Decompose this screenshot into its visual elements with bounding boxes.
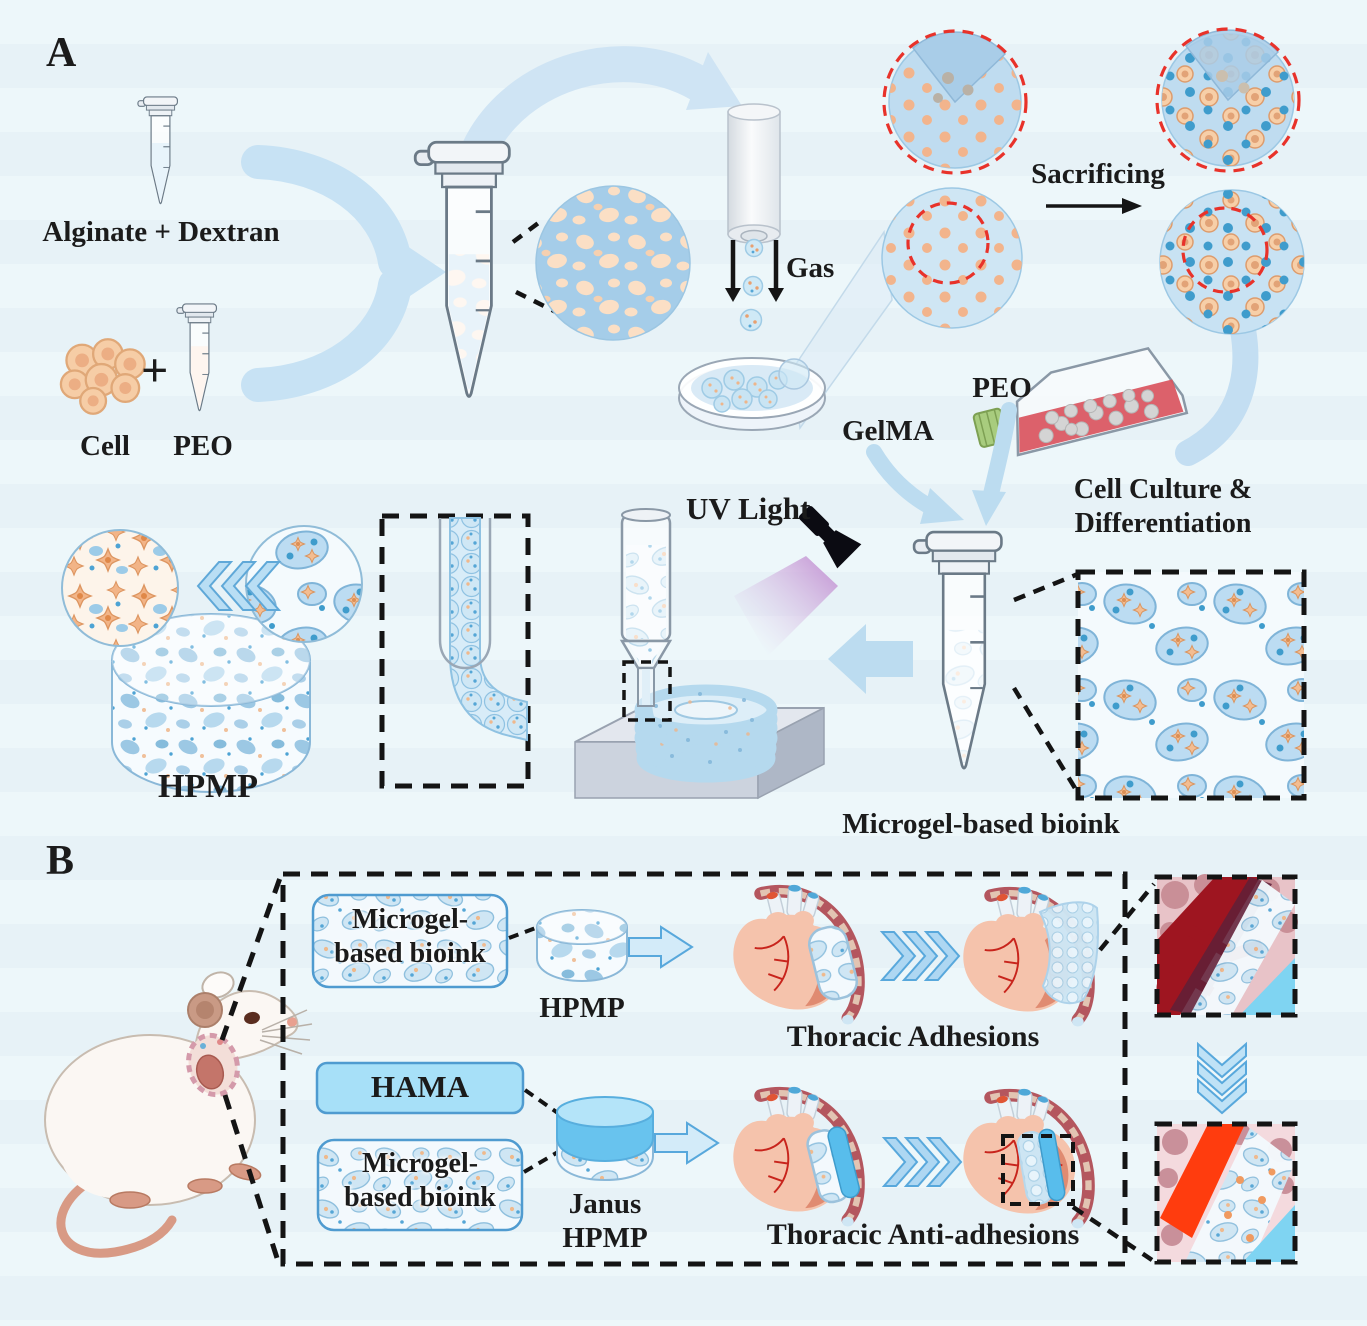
microsphere-sliced-before: [882, 29, 1028, 175]
top-flow-arrow: [460, 46, 742, 170]
peo2-label: PEO: [972, 372, 1032, 404]
hpmp-construct: [111, 613, 311, 794]
panel-b-label: B: [46, 838, 75, 884]
gas-arrows: [725, 240, 784, 302]
merge-arrow: [241, 145, 446, 402]
mixing-tube: [413, 140, 511, 398]
cell-culture-label-line1: Cell Culture &: [1073, 474, 1253, 505]
inset-leader-lines: [1071, 882, 1156, 1262]
box1-disc-leader: [508, 924, 542, 940]
microsphere-sliced-after: [1155, 27, 1301, 173]
janus-label-line2: HPMP: [562, 1222, 648, 1254]
microgel-bioink-label: Microgel-based bioink: [842, 808, 1120, 840]
printed-ring-construct: [634, 684, 778, 783]
healing-chevrons-down: [1197, 1043, 1247, 1114]
sacrificing-arrow: [1046, 198, 1142, 214]
hpmp-label-b: HPMP: [539, 992, 625, 1024]
print-syringe: [619, 508, 675, 748]
falling-microspheres: [739, 238, 764, 332]
bioink-zoom-inset: [1075, 569, 1307, 801]
left-flow-arrow: [828, 624, 913, 694]
thoracic-adhesions-label: Thoracic Adhesions: [786, 1020, 1040, 1053]
panel-b-frame: [280, 871, 1128, 1267]
alginate-dextran-tube: [137, 96, 179, 205]
microsphere-whole-after: [1159, 189, 1305, 335]
hpmp-patch-on-heart: [808, 925, 858, 1001]
progress-chevrons-1: [881, 931, 960, 981]
hpmp-zoom-microgel: [245, 525, 363, 643]
janus-patch-healed: [1016, 1128, 1066, 1205]
apply-arrow-1: [628, 925, 694, 969]
emulsion-zoom-circle: [535, 185, 691, 341]
microfluidic-nozzle: [727, 103, 781, 244]
apply-arrow-2: [654, 1121, 720, 1165]
peo-tube: [176, 303, 218, 412]
cell-cluster: [59, 338, 146, 415]
mouse: [44, 971, 313, 1258]
hama-box: [315, 1061, 525, 1115]
bioink-box2-line2: based bioink: [344, 1182, 496, 1213]
gelma-arrow: [866, 444, 964, 524]
bioink-box-1: [311, 893, 509, 989]
alginate-dextran-label: Alginate + Dextran: [42, 216, 280, 248]
cell-culture-label-line2: Differentiation: [1074, 508, 1252, 539]
janus-patch-on-heart: [806, 1126, 860, 1204]
bioink-inset-leaders: [1012, 571, 1080, 795]
microsphere-whole-before: [881, 187, 1023, 329]
plus-sign: +: [141, 344, 169, 397]
bioink-box-2: [316, 1138, 524, 1232]
hpmp-zoom-differentiated: [61, 529, 179, 647]
highlight-dashed-square: [1001, 1134, 1075, 1206]
hpmp-label-a: HPMP: [157, 768, 259, 805]
hpmp-disc-b: [536, 909, 628, 983]
thoracic-anti-adhesions-label: Thoracic Anti-adhesions: [766, 1218, 1080, 1251]
gas-label: Gas: [786, 252, 835, 284]
adhesion-tissue: [1038, 901, 1100, 1005]
mouse-leader-lines: [219, 877, 283, 1259]
sacrificing-label: Sacrificing: [1031, 158, 1165, 190]
petri-dish: [678, 357, 826, 431]
culture-flask: [972, 346, 1189, 457]
bioink-box2-line1: Microgel-: [361, 1148, 479, 1179]
uv-light-label: UV Light: [686, 491, 811, 526]
bioink-box1-line1: Microgel-: [351, 904, 469, 935]
extrusion-inset: [379, 513, 531, 789]
peo-label: PEO: [173, 430, 233, 462]
janus-leaders: [522, 1088, 564, 1174]
hama-label: HAMA: [370, 1069, 470, 1104]
anti-adhesion-histology-inset: [1154, 1121, 1298, 1265]
adhesion-histology-inset: [1154, 874, 1298, 1018]
uv-beam: [734, 556, 838, 656]
janus-hpmp-disc: [556, 1096, 654, 1182]
flow-arrow-sphere-to-flask: [1175, 317, 1259, 466]
janus-label-line1: Janus: [568, 1188, 642, 1220]
uv-flashlight: [798, 505, 862, 569]
cell-label: Cell: [80, 430, 130, 462]
bioink-tube: [912, 530, 1003, 770]
panel-a-label: A: [46, 30, 77, 76]
gelma-label: GelMA: [842, 415, 934, 447]
bioink-box1-line2: based bioink: [334, 938, 486, 969]
progress-chevrons-2: [883, 1137, 962, 1187]
peo-arrow: [972, 402, 1017, 526]
